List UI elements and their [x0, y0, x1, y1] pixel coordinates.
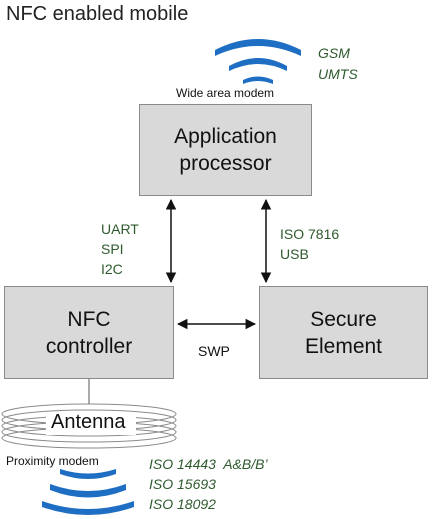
standard-iso14443: ISO 14443 A&B/B’	[149, 456, 268, 472]
standard-umts: UMTS	[318, 66, 358, 82]
interface-i2c: I2C	[101, 261, 123, 277]
standard-iso15693: ISO 15693	[149, 476, 216, 492]
secure-element-box: Secure Element	[259, 286, 428, 379]
wide-area-modem-label: Wide area modem	[176, 86, 275, 100]
standard-gsm: GSM	[318, 45, 350, 61]
interface-spi: SPI	[101, 241, 124, 257]
interface-iso7816: ISO 7816	[280, 226, 340, 242]
application-processor-box: Application processor	[139, 104, 312, 196]
diagram-title: NFC enabled mobile	[6, 3, 189, 25]
interface-swp: SWP	[198, 343, 230, 359]
secure-element-label: Secure Element	[304, 307, 383, 358]
interface-usb: USB	[280, 246, 309, 262]
proximity-modem-label: Proximity modem	[6, 454, 99, 468]
interface-uart: UART	[101, 221, 139, 237]
nfc-controller-box: NFC controller	[4, 286, 174, 379]
antenna-label: Antenna	[51, 411, 126, 433]
nfc-controller-label: NFC controller	[45, 307, 133, 358]
standard-iso18092: ISO 18092	[149, 496, 216, 512]
application-processor-label: Application processor	[174, 125, 277, 175]
